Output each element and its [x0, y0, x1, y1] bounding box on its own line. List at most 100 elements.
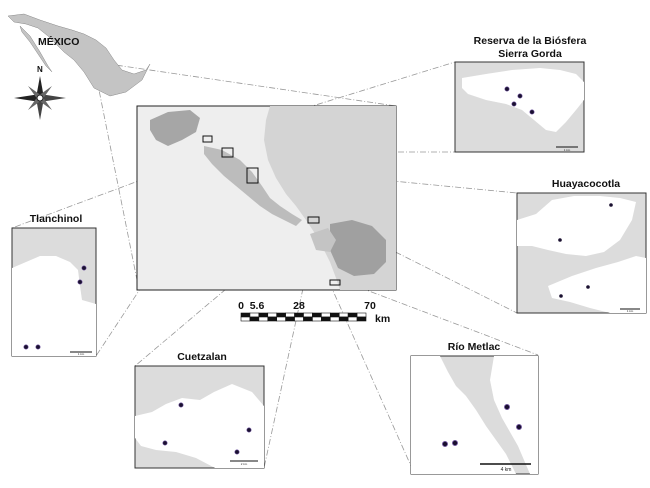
scale-bar-segment — [321, 312, 331, 318]
scale-bar-segment — [303, 312, 313, 318]
inset-scale-label: 1 km — [627, 309, 634, 313]
location-box-huayacocotla — [246, 167, 259, 184]
scale-bar-segment — [329, 316, 340, 322]
location-box-tlanchinol — [221, 147, 234, 158]
scale-bar-segment — [329, 312, 340, 318]
scale-bar-segment — [321, 316, 331, 322]
sample-point — [77, 279, 83, 285]
scale-bar-segment — [285, 316, 295, 322]
forest-area — [548, 256, 646, 313]
leader-sierra-top — [211, 61, 456, 138]
compass-north-label: N — [37, 65, 43, 74]
scale-bar-segment — [312, 316, 322, 322]
inset-cuetzalan: Cuetzalan 2 km — [134, 351, 265, 469]
sample-point — [81, 265, 87, 271]
inset-title: Cuetzalan — [177, 351, 227, 363]
sample-point — [529, 109, 535, 115]
sample-point — [451, 439, 458, 446]
scale-bar-segment — [303, 316, 313, 322]
central-region-map — [136, 105, 397, 291]
forest-area — [411, 356, 516, 474]
sample-point — [504, 86, 510, 92]
mexico-shape — [7, 13, 151, 97]
sample-point — [178, 402, 184, 408]
scale-tick-label: 5.6 — [250, 300, 265, 312]
scale-bar-segment — [240, 316, 251, 322]
scale-bar-segment — [312, 312, 322, 318]
inset-huayacocotla: Huayacocotla 1 km — [516, 178, 647, 314]
inset-scale-label: 1 km — [564, 148, 571, 152]
forest-area — [462, 68, 584, 132]
scale-bar-segment — [249, 316, 260, 322]
inset-scale-label: 1 km — [78, 352, 85, 356]
inset-rio-metlac: Río Metlac 4 km — [410, 341, 539, 475]
leader-mexico-right — [94, 61, 397, 107]
scale-bar-segment — [347, 312, 358, 318]
inset-title: Sierra Gorda — [498, 48, 562, 60]
scale-bar-segment — [240, 312, 251, 318]
sample-point — [517, 93, 523, 99]
sample-point — [234, 449, 240, 455]
sample-point — [162, 440, 168, 446]
scale-tick-label: 70 — [364, 300, 376, 312]
scale-tick-label: 28 — [293, 300, 305, 312]
sample-point — [516, 423, 523, 430]
forest-area — [135, 384, 264, 468]
sample-point — [23, 344, 29, 350]
inset-title: Reserva de la Biósfera — [474, 35, 587, 47]
scale-bar-segment — [258, 312, 269, 318]
sample-point — [503, 403, 510, 410]
scale-bar-segment — [356, 316, 367, 322]
puebla-highlands — [310, 228, 336, 252]
country-label: MÉXICO — [38, 35, 79, 48]
scale-bar-segment — [294, 312, 304, 318]
inset-title: Tlanchinol — [30, 213, 83, 225]
scale-tick-label: 0 — [238, 300, 244, 312]
sample-point — [559, 294, 563, 298]
scale-bar-segment — [356, 312, 367, 318]
scale-bar-segment — [249, 312, 260, 318]
leader-metlac-top — [339, 279, 539, 356]
scale-bar-segment — [276, 316, 286, 322]
scale-bar: 0 5.6 28 70 km — [238, 300, 390, 325]
scale-unit-label: km — [375, 313, 390, 325]
scale-bar-segment — [338, 316, 349, 322]
scale-bar-segment — [338, 312, 349, 318]
sierra-madre-belt — [204, 146, 302, 226]
sierra-gorda-highlands — [150, 110, 200, 146]
inset-sierra-gorda: Reserva de la Biósfera Sierra Gorda 1 km — [454, 35, 587, 153]
sample-point — [441, 440, 448, 447]
inset-tlanchinol: Tlanchinol 1 km — [11, 213, 97, 357]
leader-tlanchinol-bottom — [95, 156, 228, 357]
mexico-locator-map: MÉXICO — [7, 13, 151, 97]
sample-point — [35, 344, 41, 350]
eastern-highlands — [330, 220, 386, 276]
leader-mexico-left — [94, 69, 138, 281]
forest-area — [490, 356, 538, 474]
sample-point — [609, 203, 613, 207]
sample-point — [511, 101, 517, 107]
scale-bar-segment — [267, 316, 278, 322]
scale-bar-segment — [258, 316, 269, 322]
scale-bar-segment — [276, 312, 286, 318]
location-box-sierra-gorda — [202, 135, 213, 143]
location-box-rio-metlac — [329, 279, 341, 286]
sample-point — [558, 238, 562, 242]
scale-bar-segment — [294, 316, 304, 322]
scale-bar-segment — [267, 312, 278, 318]
scale-bar-segment — [347, 316, 358, 322]
inset-scale-label: 2 km — [241, 462, 248, 466]
location-box-cuetzalan — [307, 216, 320, 224]
inset-scale-label: 4 km — [501, 467, 512, 473]
sample-point — [586, 285, 590, 289]
scale-bar-segment — [285, 312, 295, 318]
inset-title: Río Metlac — [448, 341, 501, 353]
compass-rose-icon: N — [14, 65, 66, 120]
inset-title: Huayacocotla — [552, 178, 620, 190]
sample-point — [246, 427, 252, 433]
baja-california-shape — [19, 25, 53, 73]
forest-area — [517, 196, 636, 256]
forest-area — [12, 256, 96, 356]
